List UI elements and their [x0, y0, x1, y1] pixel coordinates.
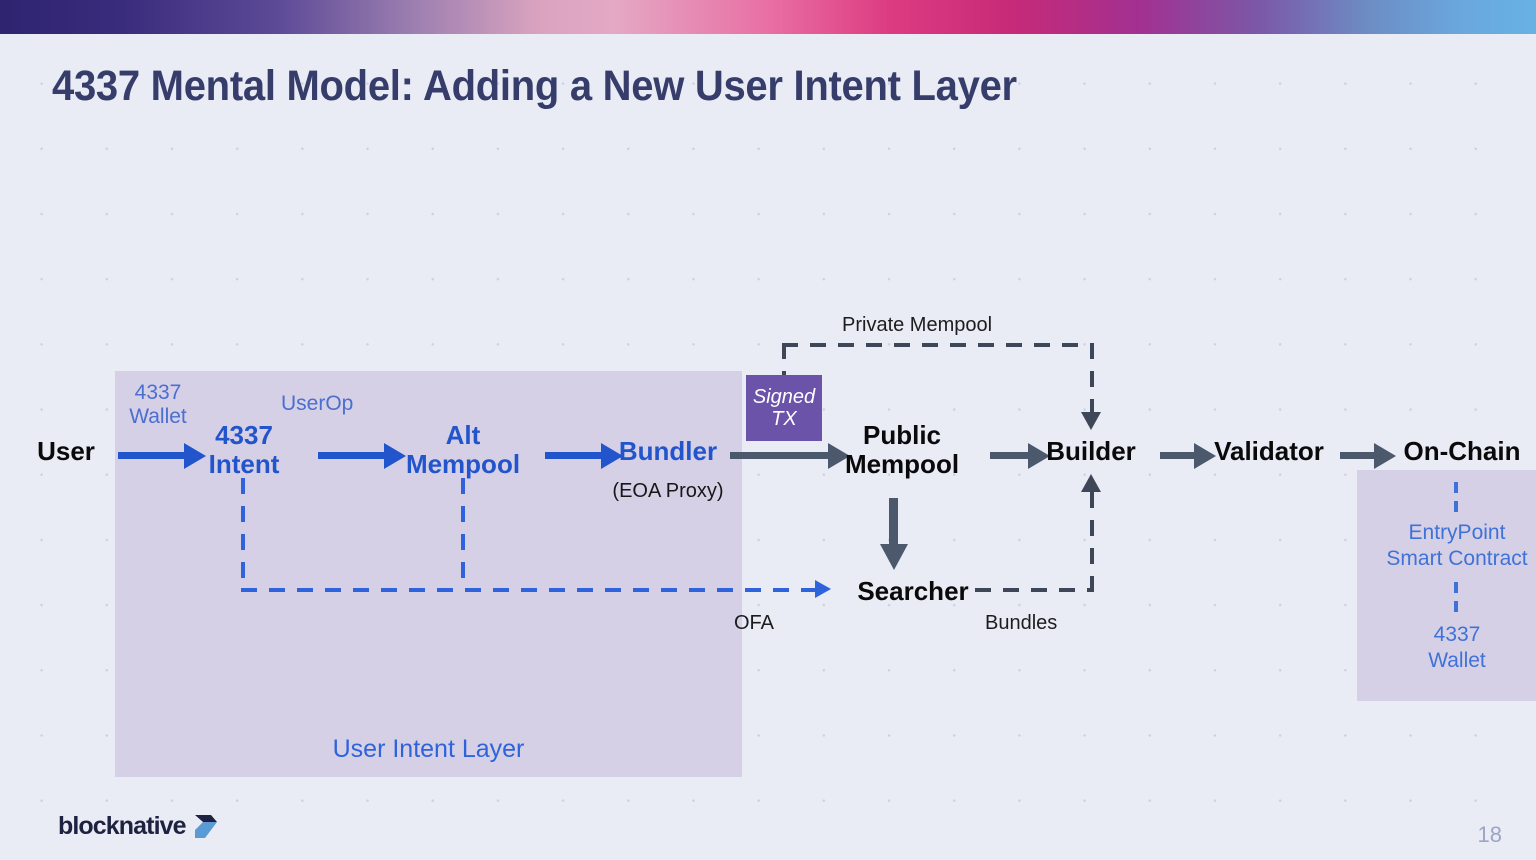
- dashed-connector-entrypoint-top: [1454, 482, 1458, 512]
- on-chain-panel: [1357, 470, 1536, 701]
- dashed-line-ofa-to-searcher: [241, 588, 819, 592]
- edge-label-4337-wallet-line2: Wallet: [129, 405, 187, 429]
- user-intent-layer-label: User Intent Layer: [332, 735, 525, 763]
- dashed-arrowhead-builder-top: [1081, 412, 1101, 430]
- dashed-line-bundles-up: [1090, 492, 1094, 590]
- onchain-4337-wallet-label: 4337 Wallet: [1357, 622, 1536, 673]
- signed-tx-line2: TX: [771, 408, 797, 430]
- dashed-line-private-mempool-top: [782, 343, 1094, 347]
- dashed-line-alt-mempool-down: [461, 478, 465, 590]
- node-4337-intent: 4337 Intent: [178, 420, 310, 480]
- onchain-wallet-line1: 4337: [1433, 623, 1481, 646]
- dashed-line-bundles: [975, 588, 1094, 592]
- node-public-mempool: Public Mempool: [822, 420, 982, 480]
- signed-tx-box: Signed TX: [746, 375, 822, 441]
- edge-label-private-mempool: Private Mempool: [842, 314, 993, 336]
- logo-wordmark: blocknative: [58, 812, 187, 840]
- blocknative-mark-icon: [194, 814, 217, 838]
- entrypoint-smart-contract-label: EntryPoint Smart Contract: [1357, 520, 1536, 571]
- entrypoint-line1: EntryPoint: [1408, 521, 1506, 544]
- edge-label-4337-wallet: 4337 Wallet: [122, 381, 194, 429]
- node-bundler-sublabel: (EOA Proxy): [612, 480, 724, 502]
- blocknative-logo: blocknative: [58, 812, 223, 841]
- node-searcher: Searcher: [857, 576, 969, 606]
- node-bundler: Bundler: [618, 436, 718, 466]
- node-public-mempool-line1: Public: [862, 420, 941, 450]
- dashed-line-intent-down: [241, 478, 245, 590]
- page-number: 18: [1477, 822, 1502, 847]
- edge-label-4337-wallet-line1: 4337: [134, 381, 182, 404]
- onchain-wallet-line2: Wallet: [1428, 648, 1486, 672]
- node-4337-intent-line2: Intent: [208, 449, 280, 480]
- node-4337-intent-line1: 4337: [215, 420, 273, 450]
- edge-label-ofa: OFA: [734, 612, 775, 634]
- gradient-header-bar: [0, 0, 1536, 34]
- signed-tx-line1: Signed: [752, 385, 816, 408]
- node-builder: Builder: [1046, 436, 1136, 466]
- dashed-arrowhead-builder-bottom: [1081, 474, 1101, 492]
- dashed-arrowhead-searcher: [815, 580, 831, 598]
- user-intent-layer-panel: [115, 371, 742, 777]
- node-alt-mempool-line2: Mempool: [405, 449, 521, 480]
- node-validator: Validator: [1214, 436, 1324, 466]
- node-on-chain: On-Chain: [1403, 436, 1521, 466]
- edge-label-bundles: Bundles: [985, 612, 1058, 634]
- node-public-mempool-line2: Mempool: [844, 449, 960, 480]
- node-user: User: [37, 436, 95, 466]
- node-alt-mempool: Alt Mempool: [390, 420, 536, 480]
- dashed-line-private-mempool-up: [782, 343, 786, 377]
- node-alt-mempool-line1: Alt: [445, 420, 481, 450]
- edge-label-userop: UserOp: [281, 392, 354, 415]
- page-title: 4337 Mental Model: Adding a New User Int…: [52, 62, 1017, 110]
- dashed-line-private-mempool-down: [1090, 343, 1094, 415]
- entrypoint-line2: Smart Contract: [1386, 546, 1528, 570]
- dashed-connector-entrypoint-bottom: [1454, 582, 1458, 612]
